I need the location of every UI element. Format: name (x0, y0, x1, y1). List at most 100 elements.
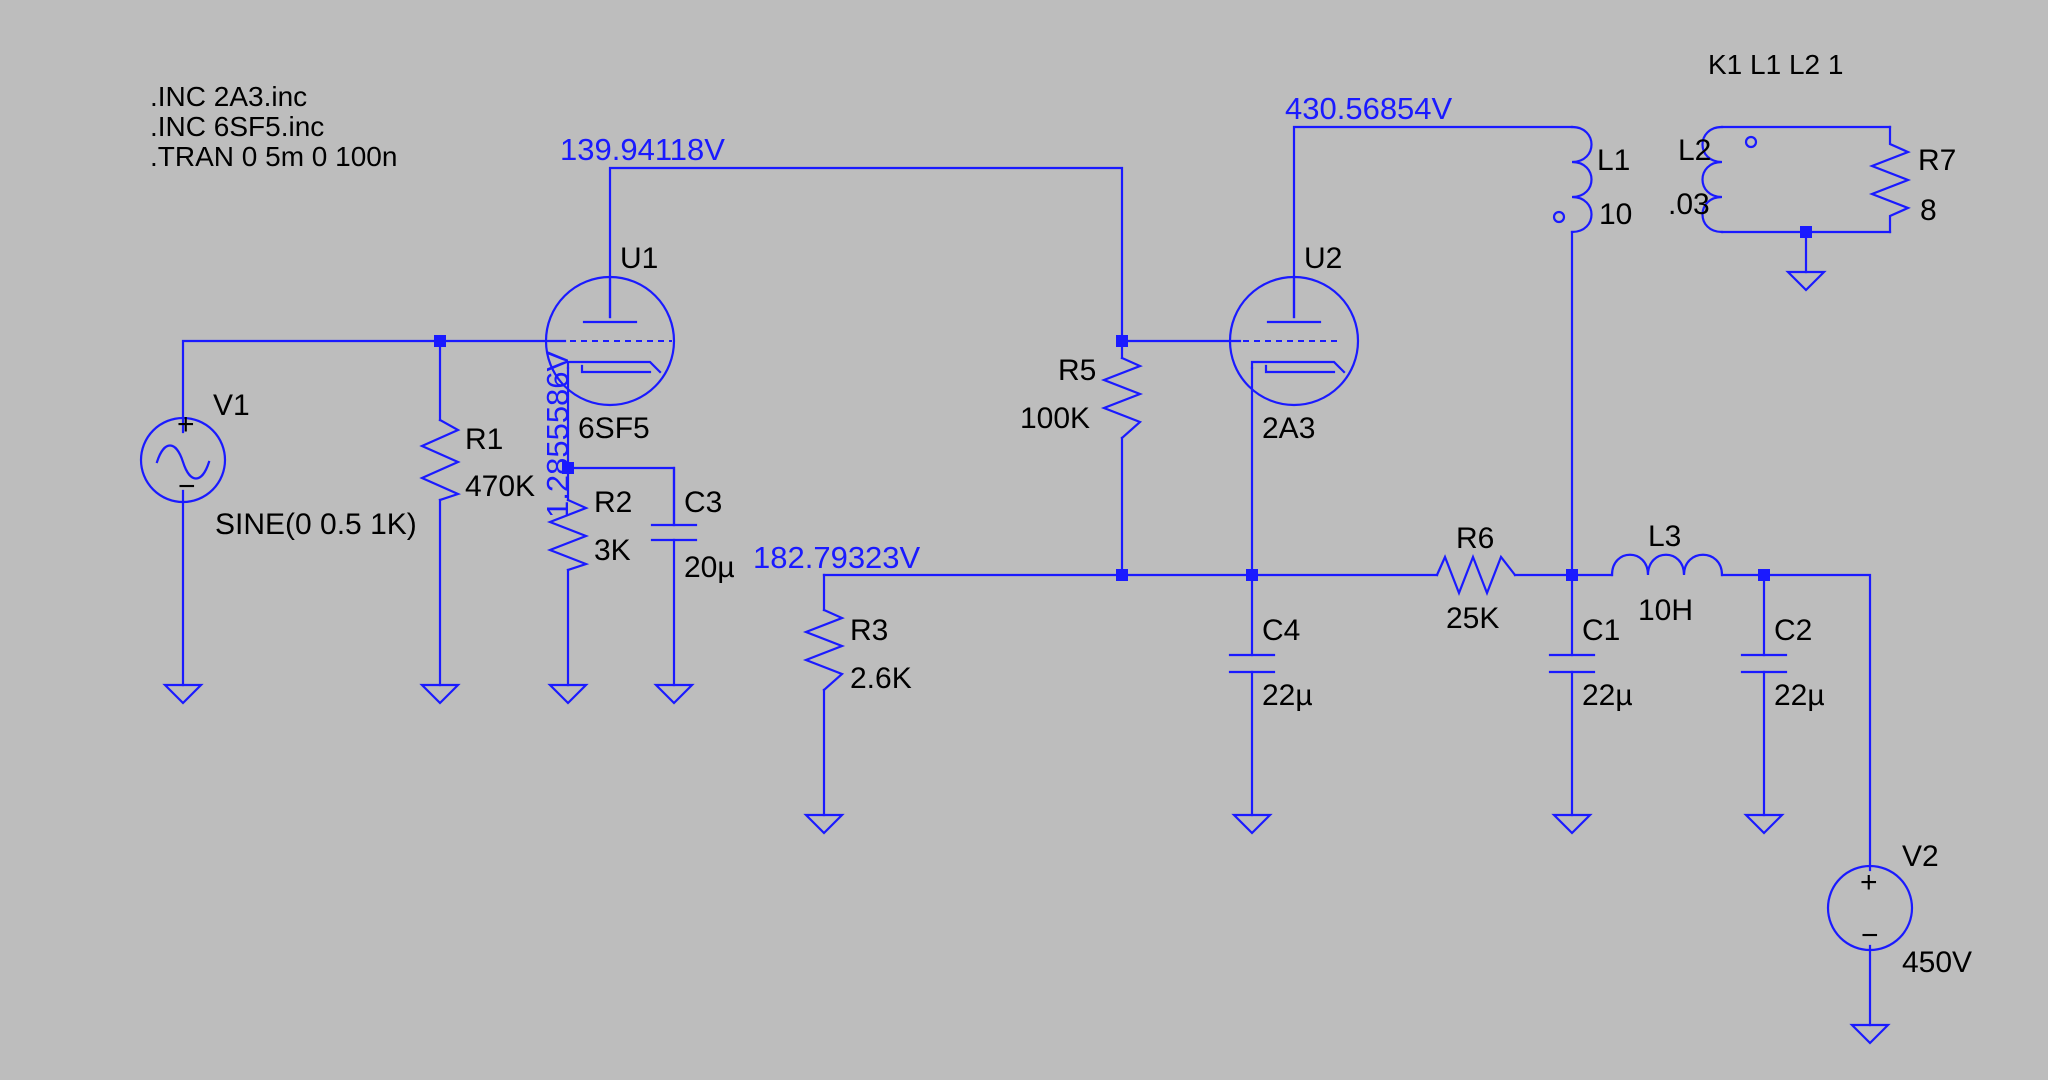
source-v1-body[interactable] (139, 416, 227, 504)
tube-u2[interactable]: U2 2A3 (1228, 242, 1360, 445)
component-value-c3: 20µ (684, 551, 735, 584)
component-value-l2: .03 (1668, 188, 1710, 221)
node-voltage-annotations[interactable]: 139.94118V 430.56854V 182.79323V 1.28555… (540, 91, 1453, 575)
source-v2[interactable]: + − V2 450V (1826, 840, 1972, 979)
component-value-c2: 22µ (1774, 679, 1825, 712)
component-label-v2: V2 (1902, 840, 1939, 873)
ground-symbol (547, 683, 589, 705)
component-value-r7: 8 (1920, 194, 1937, 227)
capacitor-c1[interactable]: C1 22µ (1548, 614, 1633, 712)
component-value-c1: 22µ (1582, 679, 1633, 712)
inductor-l3-coil[interactable] (1610, 553, 1724, 577)
directive-line[interactable]: .TRAN 0 5m 0 100n (150, 141, 397, 172)
source-v1-plus: + (177, 408, 195, 441)
node-voltage-u2-plate[interactable]: 430.56854V (1285, 91, 1453, 126)
ground-symbol (803, 813, 845, 835)
wire-u2-plate[interactable] (1292, 125, 1574, 319)
resistor-r2[interactable]: R2 3K (546, 486, 632, 572)
component-value-u2: 2A3 (1262, 412, 1315, 445)
capacitor-c2-plates[interactable] (1740, 653, 1788, 674)
capacitor-c3[interactable]: C3 20µ (650, 466, 735, 584)
resistor-r2-zigzag[interactable] (546, 498, 590, 572)
resistor-r7-zigzag[interactable] (1868, 125, 1912, 234)
component-label-v1: V1 (213, 389, 250, 422)
component-label-c1: C1 (1582, 614, 1620, 647)
tube-u1-cathode (566, 360, 662, 374)
resistor-r6-zigzag[interactable] (1435, 553, 1517, 597)
junction-dot (1758, 569, 1770, 581)
node-voltage-b-plus[interactable]: 182.79323V (753, 540, 921, 575)
capacitor-c4-plates[interactable] (1228, 653, 1276, 674)
plus-icon: + (1860, 866, 1878, 899)
component-label-c4: C4 (1262, 614, 1300, 647)
junction-dot (434, 335, 446, 347)
component-label-r6: R6 (1456, 522, 1494, 555)
component-value-c4: 22µ (1262, 679, 1313, 712)
resistor-r3-zigzag[interactable] (802, 608, 846, 692)
resistor-r5[interactable]: R5 100K (1020, 354, 1144, 440)
capacitor-c4[interactable]: C4 22µ (1228, 614, 1313, 712)
ground-symbol (1551, 813, 1593, 835)
capacitor-c3-plates[interactable] (650, 466, 698, 542)
tube-u1-cathode-lower (580, 364, 652, 374)
node-voltage-u1-cathode[interactable]: 1.2855586V (540, 350, 575, 518)
wires[interactable] (181, 125, 1892, 1027)
component-value-r3: 2.6K (850, 662, 912, 695)
ground-symbol (162, 683, 204, 705)
minus-icon: − (1861, 919, 1879, 952)
component-label-c2: C2 (1774, 614, 1812, 647)
inductor-l3[interactable]: L3 10H (1610, 520, 1724, 627)
component-value-r2: 3K (594, 534, 631, 567)
tube-u1[interactable]: U1 6SF5 (544, 242, 676, 445)
component-value-r6: 25K (1446, 602, 1499, 635)
inductor-l1[interactable]: L1 10 (1552, 125, 1632, 234)
source-v2-body[interactable] (1826, 864, 1914, 952)
resistor-r6[interactable]: R6 25K (1435, 522, 1517, 635)
wire-u1-plate[interactable] (608, 166, 1242, 343)
directive-line[interactable]: .INC 2A3.inc (150, 81, 307, 112)
component-label-c3: C3 (684, 486, 722, 519)
junction-dot (562, 462, 574, 474)
wire-l3-v2[interactable] (1720, 573, 1872, 872)
component-label-r5: R5 (1058, 354, 1096, 387)
coupling-directive[interactable]: K1 L1 L2 1 (1708, 49, 1843, 80)
tube-u2-filament (1250, 360, 1346, 374)
junction-dot (1800, 226, 1812, 238)
ground-symbol (1785, 270, 1827, 292)
ground-symbol (1231, 813, 1273, 835)
directive-line[interactable]: .INC 6SF5.inc (150, 111, 324, 142)
resistor-r1[interactable]: R1 470K (419, 418, 535, 503)
component-value-v2: 450V (1902, 946, 1972, 979)
component-label-l2: L2 (1678, 134, 1711, 167)
junction-dot (1116, 569, 1128, 581)
resistor-r3[interactable]: R3 2.6K (802, 608, 912, 695)
resistor-r5-zigzag[interactable] (1100, 356, 1144, 440)
inductor-l1-coil[interactable] (1570, 125, 1593, 234)
inductor-l2-coil[interactable] (1701, 125, 1724, 234)
inductor-l2[interactable]: L2 .03 (1668, 125, 1758, 234)
component-label-u2: U2 (1304, 242, 1342, 275)
component-value-r1: 470K (465, 470, 535, 503)
ground-symbol (1743, 813, 1785, 835)
ground-symbol (653, 683, 695, 705)
junction-dot (1566, 569, 1578, 581)
sine-wave-icon (155, 444, 211, 480)
junctions (434, 226, 1812, 581)
source-v1[interactable]: + − V1 SINE(0 0.5 1K) (139, 389, 417, 541)
component-label-l1: L1 (1597, 144, 1630, 177)
component-value-l3: 10H (1638, 594, 1693, 627)
capacitor-c1-plates[interactable] (1548, 653, 1596, 674)
wire-secondary[interactable] (1720, 125, 1892, 274)
resistor-r1-zigzag[interactable] (419, 418, 462, 502)
source-v1-minus: − (178, 470, 196, 503)
capacitor-c2[interactable]: C2 22µ (1740, 614, 1825, 712)
node-voltage-u1-plate[interactable]: 139.94118V (560, 132, 725, 167)
component-label-r1: R1 (465, 423, 503, 456)
ground-symbol (419, 683, 461, 705)
resistor-r7[interactable]: R7 8 (1868, 125, 1956, 234)
component-value-u1: 6SF5 (578, 412, 650, 445)
spice-directives[interactable]: .INC 2A3.inc .INC 6SF5.inc .TRAN 0 5m 0 … (150, 49, 1843, 172)
phase-dot-icon (1744, 135, 1758, 149)
component-label-r3: R3 (850, 614, 888, 647)
